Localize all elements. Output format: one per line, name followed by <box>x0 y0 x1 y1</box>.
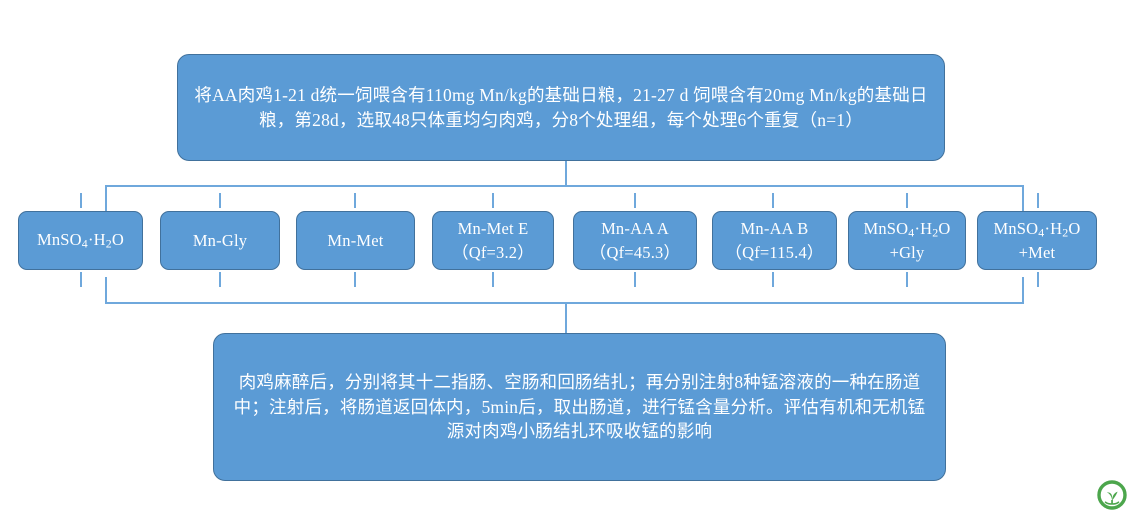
upper-bracket-left-drop <box>105 185 107 211</box>
stub-down-3 <box>354 272 356 287</box>
treatment-label-5: Mn-AA A（Qf=45.3） <box>589 219 681 262</box>
treatment-label-1: MnSO4·H2O <box>36 230 125 251</box>
treatment-box-6[interactable]: Mn-AA B（Qf=115.4） <box>712 211 837 270</box>
stub-down-7 <box>906 272 908 287</box>
treatment-label-6: Mn-AA B（Qf=115.4） <box>725 219 824 262</box>
top-process-text: 将AA肉鸡1-21 d统一饲喂含有110mg Mn/kg的基础日粮，21-27 … <box>194 84 928 130</box>
treatment-label-4: Mn-Met E（Qf=3.2） <box>452 219 534 262</box>
stub-up-3 <box>354 193 356 208</box>
treatment-box-2[interactable]: Mn-Gly <box>160 211 280 270</box>
stub-down-4 <box>492 272 494 287</box>
treatment-label-2: Mn-Gly <box>192 230 248 250</box>
treatment-box-5[interactable]: Mn-AA A（Qf=45.3） <box>573 211 697 270</box>
treatment-box-7[interactable]: MnSO4·H2O+Gly <box>848 211 966 270</box>
treatment-label-8: MnSO4·H2O+Met <box>993 218 1081 263</box>
stub-up-1 <box>80 193 82 208</box>
stub-down-1 <box>80 272 82 287</box>
stub-up-7 <box>906 193 908 208</box>
lower-bracket-left-rise <box>105 277 107 303</box>
stub-up-4 <box>492 193 494 208</box>
treatment-box-4[interactable]: Mn-Met E（Qf=3.2） <box>432 211 554 270</box>
stub-down-8 <box>1037 272 1039 287</box>
treatment-box-8[interactable]: MnSO4·H2O+Met <box>977 211 1097 270</box>
plant-leaf-circle-logo <box>1097 480 1127 510</box>
treatment-label-3: Mn-Met <box>327 230 384 250</box>
bottom-process-text: 肉鸡麻醉后，分别将其十二指肠、空肠和回肠结扎；再分别注射8种锰溶液的一种在肠道中… <box>233 371 926 442</box>
upper-bracket-right-drop <box>1022 185 1024 211</box>
stub-up-5 <box>634 193 636 208</box>
bottom-process-box: 肉鸡麻醉后，分别将其十二指肠、空肠和回肠结扎；再分别注射8种锰溶液的一种在肠道中… <box>213 333 946 481</box>
upper-bracket-rail <box>105 185 1024 187</box>
bottom-stem-connector <box>565 302 567 334</box>
treatment-box-1[interactable]: MnSO4·H2O <box>18 211 143 270</box>
stub-up-2 <box>219 193 221 208</box>
stub-up-6 <box>772 193 774 208</box>
stub-down-5 <box>634 272 636 287</box>
stub-down-6 <box>772 272 774 287</box>
lower-bracket-rail <box>105 302 1024 304</box>
stub-up-8 <box>1037 193 1039 208</box>
top-stem-connector <box>565 161 567 186</box>
treatment-box-3[interactable]: Mn-Met <box>296 211 415 270</box>
lower-bracket-right-rise <box>1022 277 1024 303</box>
treatment-label-7: MnSO4·H2O+Gly <box>863 218 951 263</box>
top-process-box: 将AA肉鸡1-21 d统一饲喂含有110mg Mn/kg的基础日粮，21-27 … <box>177 54 945 161</box>
stub-down-2 <box>219 272 221 287</box>
